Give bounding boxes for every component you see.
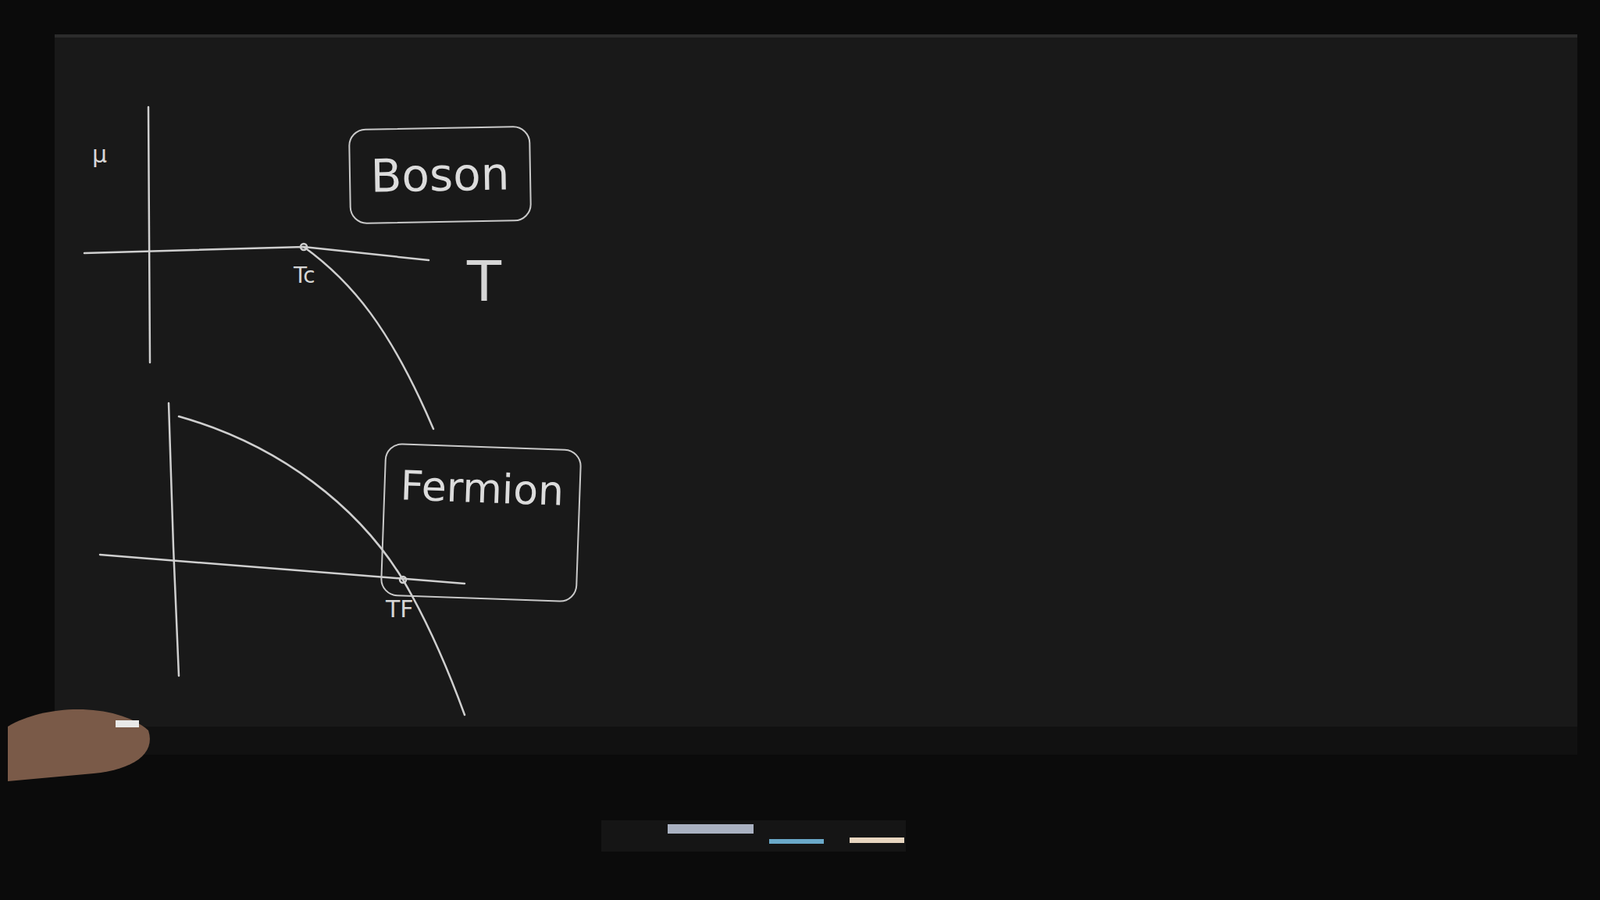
tf-point: [399, 576, 407, 583]
box-title: Fermion: [399, 461, 565, 514]
axis-label: T: [466, 248, 502, 314]
boson-mu-curve: [303, 246, 434, 429]
axis-label: Tc: [293, 262, 316, 289]
mu-axis: [148, 106, 150, 363]
chalk-ledge: [54, 726, 1578, 755]
board-frame: [54, 34, 1578, 38]
axis-label: TF: [385, 595, 414, 623]
label-box: Fermion: [380, 442, 583, 603]
box-title: Boson: [370, 146, 510, 203]
label-box: Boson: [348, 125, 532, 225]
chalk-tray: [601, 819, 906, 852]
board-surface: [54, 35, 1578, 730]
fermion-mu-curve: [178, 416, 465, 715]
chalk-stick: [849, 837, 905, 843]
eraser: [667, 823, 754, 834]
chalk-stick: [769, 838, 824, 844]
tc-point: [300, 243, 307, 250]
t-axis: [99, 554, 465, 584]
t-axis: [84, 246, 429, 261]
chalk-in-hand: [115, 719, 139, 727]
mu-axis: [168, 402, 179, 676]
lecturer-hand: [7, 709, 150, 781]
axis-label: μ: [92, 140, 107, 168]
